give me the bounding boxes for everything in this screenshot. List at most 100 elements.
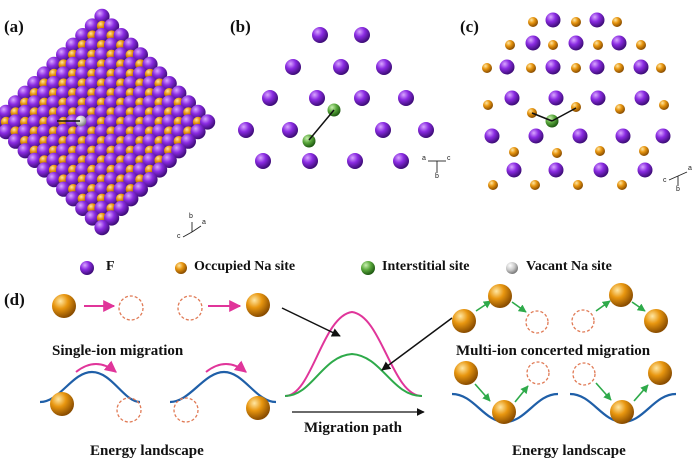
fluorine-ion (104, 114, 120, 130)
na-ion (548, 40, 558, 50)
legend-vacant-na-symbol (506, 262, 518, 274)
fluorine-ion (285, 59, 301, 75)
fluorine-ion (17, 85, 33, 101)
fluorine-ion (142, 56, 158, 72)
fluorine-ion (132, 143, 148, 159)
fluorine-ion (572, 128, 588, 144)
single-ion-hop-left (52, 294, 144, 321)
concerted-landscape-right (569, 361, 677, 424)
fluorine-ion (282, 122, 298, 138)
fluorine-ion (152, 162, 168, 178)
fluorine-ion (113, 47, 129, 63)
legend-interstitial-label: Interstitial site (382, 259, 470, 274)
pointer-to-green-curve (381, 317, 453, 371)
fluorine-ion (142, 95, 158, 111)
na-ion (482, 63, 492, 73)
fluorine-ion (56, 143, 72, 159)
fluorine-ion (142, 152, 158, 168)
fluorine-ion (499, 59, 515, 75)
fluorine-ion (255, 153, 271, 169)
energy-landscape-left-caption: Energy landscape (90, 443, 204, 459)
single-ion-migration-caption: Single-ion migration (52, 343, 184, 359)
fluorine-ion (354, 90, 370, 106)
fluorine-ion (94, 143, 110, 159)
fluorine-ion (123, 76, 139, 92)
fluorine-ion (104, 37, 120, 53)
fluorine-ion (75, 66, 91, 82)
panel-b-atoms (238, 27, 434, 169)
fluorine-ion (568, 35, 584, 51)
panel-b-axis-b: b (435, 173, 439, 180)
fluorine-ion (113, 200, 129, 216)
fluorine-ion (634, 90, 650, 106)
fluorine-ion (94, 124, 110, 140)
fluorine-ion (75, 47, 91, 63)
fluorine-ion (65, 76, 81, 92)
na-ion (593, 40, 603, 50)
na-ion (656, 63, 666, 73)
na-ion (612, 17, 622, 27)
fluorine-ion (84, 56, 100, 72)
fluorine-ion (94, 200, 110, 216)
fluorine-ion (333, 59, 349, 75)
panel-a-axis-a: a (202, 219, 206, 226)
fluorine-ion (56, 66, 72, 82)
fluorine-ion (65, 133, 81, 149)
fluorine-ion (123, 37, 139, 53)
fluorine-ion (36, 104, 53, 120)
fluorine-ion (418, 122, 434, 138)
fluorine-ion (104, 56, 120, 72)
migration-path-caption: Migration path (304, 420, 402, 436)
fluorine-ion (123, 114, 139, 130)
fluorine-ion (548, 162, 564, 178)
panel-c-arrow-1 (531, 112, 553, 122)
fluorine-ion (46, 56, 62, 72)
fluorine-ion (0, 124, 14, 140)
na-ion (552, 148, 562, 158)
na-ion (571, 17, 581, 27)
concerted-landscape-left (451, 361, 559, 424)
interstitial-site (302, 134, 316, 148)
fluorine-ion (84, 114, 100, 130)
na-ion (488, 180, 498, 190)
na-ion (573, 180, 583, 190)
fluorine-ion (504, 90, 520, 106)
fluorine-ion (56, 124, 72, 140)
fluorine-ion (180, 95, 196, 111)
fluorine-ion (633, 59, 649, 75)
fluorine-ion (27, 95, 43, 111)
fluorine-ion (46, 95, 62, 111)
single-ion-landscape-left (39, 360, 142, 423)
fluorine-ion (65, 172, 81, 188)
vacant-na-site (75, 115, 87, 127)
panel-c-concerted (482, 12, 671, 190)
fluorine-ion (113, 85, 129, 101)
panel-b-axis-a: a (422, 155, 426, 162)
fluorine-ion (104, 76, 120, 92)
panel-a-label: (a) (4, 17, 24, 36)
energy-barrier-plot (281, 307, 453, 416)
legend-occupied-na-symbol (175, 262, 187, 274)
fluorine-ion (94, 8, 110, 24)
fluorine-ion (56, 162, 72, 178)
fluorine-ion (545, 12, 561, 28)
na-ion (526, 63, 536, 73)
fluorine-ion (94, 27, 110, 44)
fluorine-ion (309, 90, 325, 106)
fluorine-ion (36, 162, 53, 178)
fluorine-ion (142, 133, 158, 149)
legend-vacant-na-label: Vacant Na site (526, 259, 612, 274)
fluorine-ion (36, 124, 53, 140)
fluorine-ion (65, 95, 81, 111)
panel-c-arrow-2 (551, 107, 577, 122)
fluorine-ion (393, 153, 409, 169)
fluorine-ion (655, 128, 671, 144)
fluorine-ion (171, 124, 187, 140)
panel-c-axis-a: a (688, 165, 692, 172)
fluorine-ion (593, 162, 609, 178)
fluorine-ion (484, 128, 500, 144)
fluorine-ion (104, 18, 120, 34)
fluorine-ion (8, 95, 24, 111)
fluorine-ion (238, 122, 254, 138)
